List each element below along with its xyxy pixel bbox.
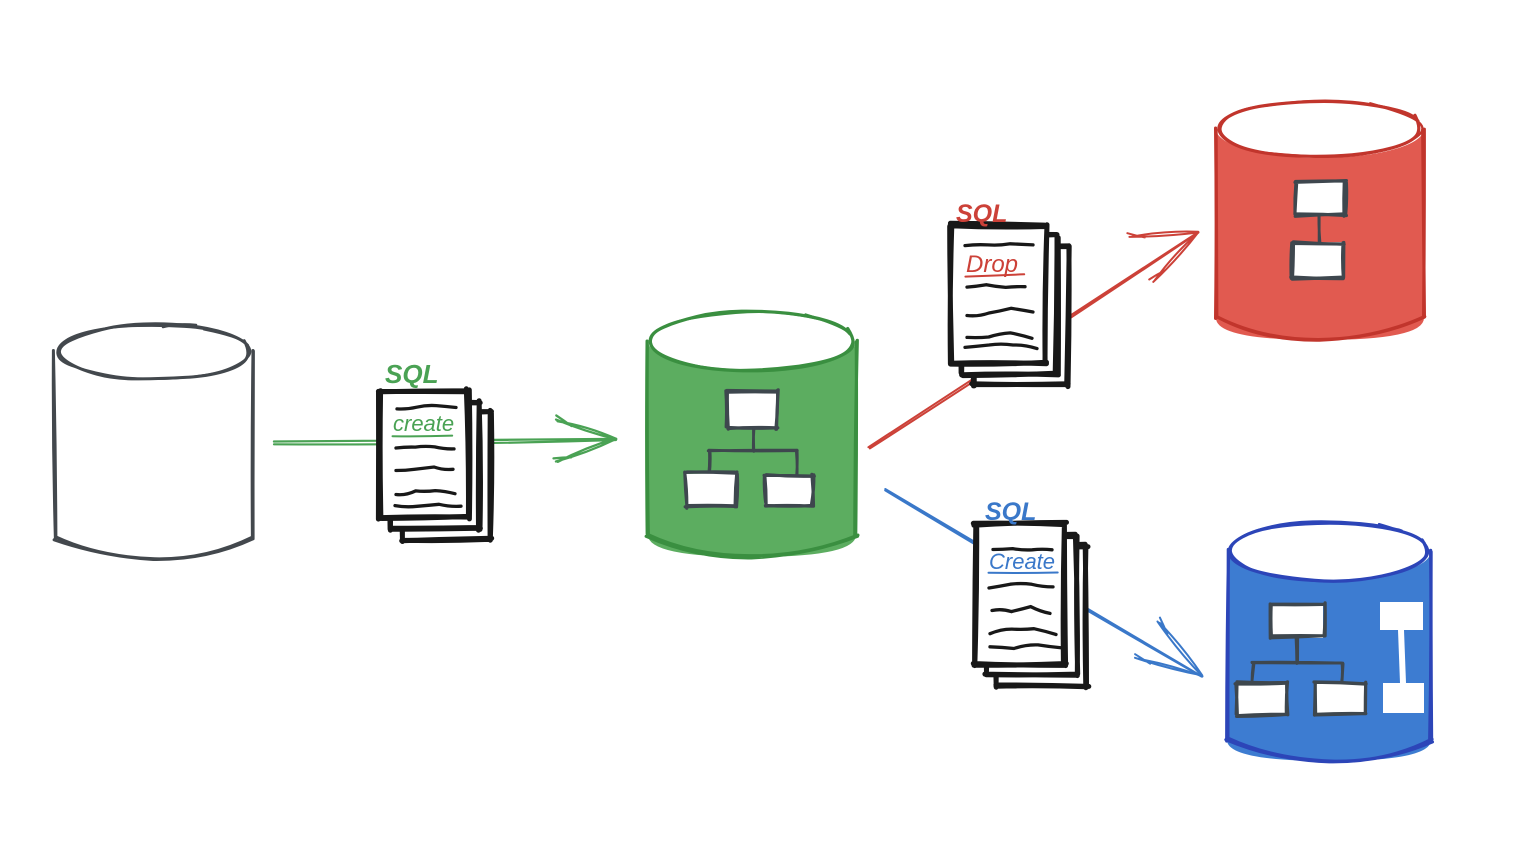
svg-text:create: create <box>393 411 454 436</box>
svg-text:SQL: SQL <box>385 359 438 389</box>
svg-text:SQL: SQL <box>985 498 1036 526</box>
svg-text:Create: Create <box>989 549 1055 574</box>
svg-text:SQL: SQL <box>956 200 1007 228</box>
svg-text:Drop: Drop <box>966 251 1018 278</box>
